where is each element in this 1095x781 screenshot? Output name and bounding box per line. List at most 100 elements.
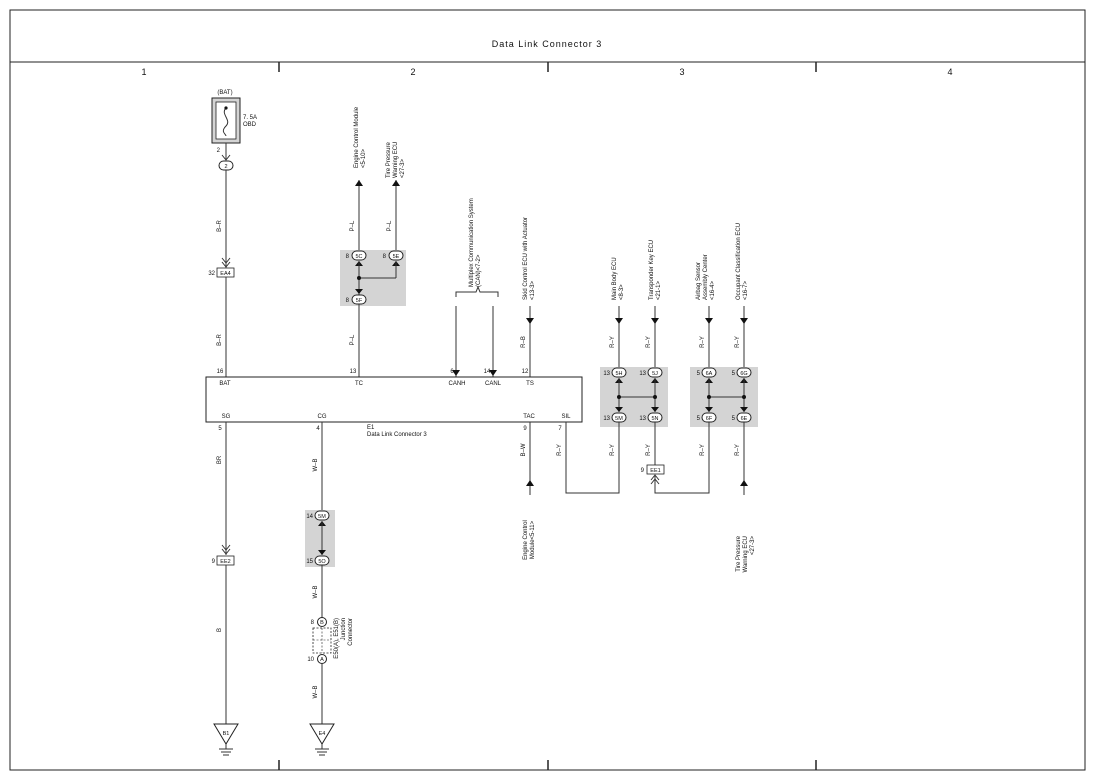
dest-transponder: Transponder Key ECU <21-1> (649, 240, 662, 300)
svg-text:8: 8 (346, 298, 350, 304)
dest-tire-bottom: Tire Pressure Warning ECU <27-3> (736, 535, 756, 572)
svg-text:15: 15 (306, 559, 313, 565)
dest-ecm-bottom: Engine Control Module<5-11> (523, 520, 536, 560)
svg-text:EE2: EE2 (220, 559, 230, 565)
svg-text:Engine Control Module: Engine Control Module (354, 106, 360, 168)
svg-text:5: 5 (697, 416, 701, 422)
svg-text:Airbag Sensor: Airbag Sensor (696, 262, 702, 300)
svg-text:5O: 5O (318, 559, 326, 565)
svg-text:9: 9 (523, 426, 527, 432)
svg-text:8: 8 (346, 254, 350, 260)
svg-text:E4: E4 (319, 731, 326, 737)
svg-text:B1: B1 (223, 731, 230, 737)
wire-color: B (217, 628, 223, 632)
diagram-title: Data Link Connector 3 (492, 39, 603, 49)
svg-text:6G: 6G (740, 371, 747, 377)
wire-color: P–L (350, 334, 356, 345)
column-number: 2 (410, 67, 415, 77)
can-circuit: Multiplex Communication System (CAN)<7-2… (452, 198, 499, 377)
wire-color: P–L (350, 220, 356, 231)
connector-arrow (221, 544, 231, 555)
svg-text:CANL: CANL (485, 381, 502, 387)
svg-text:32: 32 (208, 271, 215, 277)
svg-text:13: 13 (639, 416, 646, 422)
svg-text:Engine Control: Engine Control (523, 520, 529, 560)
dlc-body (205, 376, 583, 423)
column-number: 3 (679, 67, 684, 77)
svg-text:13: 13 (603, 416, 610, 422)
svg-text:Connector: Connector (348, 618, 354, 646)
wire-color: R–Y (700, 444, 706, 456)
column-grid: 1 2 3 4 (141, 62, 953, 770)
svg-text:B: B (320, 620, 324, 626)
svg-text:5M: 5M (615, 416, 623, 422)
svg-text:5N: 5N (651, 416, 658, 422)
svg-text:<27-3>: <27-3> (400, 158, 406, 178)
svg-text:4: 4 (316, 426, 320, 432)
svg-text:13: 13 (350, 369, 357, 375)
tc-circuit: Engine Control Module <5-10> Tire Pressu… (340, 106, 406, 377)
svg-text:7: 7 (558, 426, 562, 432)
svg-text:Multiplex Communication System: Multiplex Communication System (469, 198, 475, 287)
fuse-element (222, 107, 229, 137)
svg-text:Occupant Classification ECU: Occupant Classification ECU (736, 223, 742, 300)
svg-text:6: 6 (450, 369, 454, 375)
svg-text:<16-7>: <16-7> (743, 280, 749, 300)
svg-text:13: 13 (639, 371, 646, 377)
wire-color: W–B (313, 685, 319, 698)
svg-text:5E: 5E (393, 254, 400, 260)
svg-text:CG: CG (318, 414, 327, 420)
svg-text:12: 12 (522, 369, 529, 375)
cg-circuit: W–B 5M 14 5O 15 W–B B 8 A 10 E50(A), E51… (305, 422, 354, 756)
svg-text:<21-1>: <21-1> (656, 280, 662, 300)
svg-text:9: 9 (212, 559, 216, 565)
wire-color: R–Y (646, 336, 652, 348)
svg-text:8: 8 (311, 620, 315, 626)
sg-circuit: BR EE2 9 B B1 (212, 422, 239, 756)
svg-text:<5-10>: <5-10> (361, 148, 367, 168)
svg-text:5M: 5M (318, 514, 326, 520)
dest-occupant: Occupant Classification ECU <16-7> (736, 223, 749, 300)
svg-text:TAC: TAC (523, 414, 535, 420)
svg-text:Tire Pressure: Tire Pressure (386, 142, 392, 178)
svg-text:EA4: EA4 (220, 271, 230, 277)
svg-text:Warning ECU: Warning ECU (393, 142, 399, 178)
fuse-pin-number: 2 (217, 148, 221, 154)
svg-text:Skid Control ECU with Actuator: Skid Control ECU with Actuator (523, 217, 529, 300)
fuse-source-label: (BAT) (217, 90, 232, 96)
dlc-connector: 16 BAT 13 TC 6 CANH 14 CANL 12 TS SG 5 C… (205, 369, 583, 438)
wire-color: B–W (521, 443, 527, 456)
wire-color: R–Y (735, 336, 741, 348)
junction-connector-e50-e51: B 8 A 10 E50(A), E51(B) Junction Connect… (307, 617, 354, 664)
dlc-name: E1 (367, 425, 375, 431)
svg-text:<27-3>: <27-3> (750, 536, 756, 556)
bracket (455, 285, 499, 297)
svg-text:13: 13 (603, 371, 610, 377)
wire-color: R–Y (610, 444, 616, 456)
wire-sil-loop (565, 422, 620, 494)
svg-text:6E: 6E (741, 416, 748, 422)
dest-skid: Skid Control ECU with Actuator <13-3> (523, 217, 536, 300)
wire-color: R–Y (700, 336, 706, 348)
dest-airbag: Airbag Sensor Assembly Center <16-4> (696, 254, 716, 300)
wire-color: P–L (387, 220, 393, 231)
ts-circuit: Skid Control ECU with Actuator <13-3> R–… (521, 217, 536, 377)
connector-arrow (221, 257, 231, 268)
wire-color: B–R (217, 219, 223, 231)
dest-multiplex: Multiplex Communication System (CAN)<7-2… (469, 198, 482, 287)
ground-e4: E4 (309, 723, 335, 756)
svg-text:<13-3>: <13-3> (530, 280, 536, 300)
connector-ee1 (646, 464, 665, 475)
wire-color: R–Y (557, 444, 563, 456)
ground-b1: B1 (213, 723, 239, 756)
svg-text:E50(A), E51(B): E50(A), E51(B) (334, 618, 340, 659)
svg-text:5: 5 (218, 426, 222, 432)
svg-text:5F: 5F (356, 298, 363, 304)
svg-text:(CAN)<7-2>: (CAN)<7-2> (476, 254, 482, 287)
dest-main-body: Main Body ECU <8-3> (612, 257, 625, 300)
tac-circuit: B–W Engine Control Module<5-11> (521, 422, 536, 560)
dlc-caption: Data Link Connector 3 (367, 432, 427, 438)
svg-text:<16-4>: <16-4> (710, 280, 716, 300)
svg-text:8: 8 (383, 254, 387, 260)
svg-text:Module<5-11>: Module<5-11> (530, 520, 536, 559)
